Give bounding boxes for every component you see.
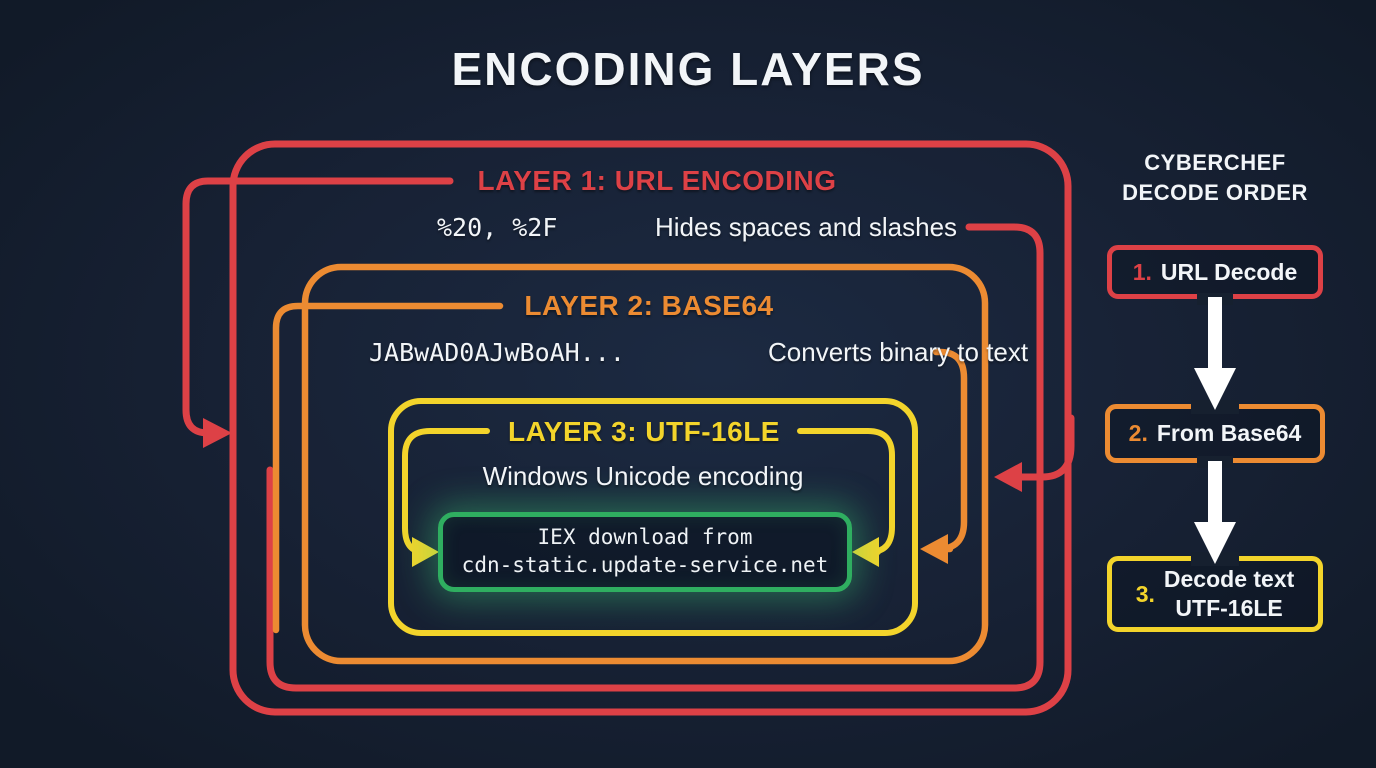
decode-step-1: 1. URL Decode	[1107, 245, 1323, 299]
layer1-left-arrow-icon	[203, 418, 232, 448]
decode-step-2-number: 2.	[1128, 420, 1148, 447]
page-title: ENCODING LAYERS	[451, 43, 925, 95]
decode-arrow-2	[1208, 461, 1222, 523]
layer2-description-connector	[932, 348, 968, 553]
decode-step-3-number: 3.	[1135, 580, 1155, 607]
layer1-description: Hides spaces and slashes	[655, 212, 958, 242]
decode-step-3-label-line2: UTF-16LE	[1175, 595, 1283, 621]
decode-step-1-number: 1.	[1132, 258, 1152, 285]
payload-line2: cdn-static.update-service.net	[461, 553, 829, 577]
payload-line1: IEX download from	[537, 525, 753, 550]
decode-step-3: 3. Decode text UTF-16LE	[1107, 556, 1323, 632]
layer2-arrow-icon	[920, 534, 948, 564]
decode-arrow-1-head-icon	[1194, 368, 1236, 410]
decode-arrow-1	[1208, 297, 1222, 369]
layer2-description: Converts binary to text	[768, 337, 1029, 367]
layer3-outer-box	[388, 398, 918, 636]
payload-box: IEX download from cdn-static.update-serv…	[438, 512, 852, 592]
layer3-left-arrow-icon	[412, 537, 439, 567]
decode-step-2-label: From Base64	[1156, 420, 1302, 447]
layer2-outer-box	[301, 263, 989, 665]
layer2-label-connector	[272, 302, 504, 634]
layer1-description-connector	[266, 223, 1044, 692]
layer1-to-layer2-connector	[1016, 414, 1075, 481]
layer2-label: LAYER 2: BASE64	[524, 290, 774, 321]
layer1-right-arrow-icon	[994, 462, 1022, 492]
layer1-example: %20, %2F	[437, 213, 558, 242]
decode-panel-title-line1: CYBERCHEF	[1144, 150, 1286, 175]
layer2-example: JABwAD0AJwBoAH...	[369, 338, 625, 367]
decode-step-3-label-line1: Decode text	[1163, 566, 1295, 593]
decode-arrow-2-head-icon	[1194, 522, 1236, 564]
layer1-label-connector	[182, 177, 454, 437]
layer3-label: LAYER 3: UTF-16LE	[508, 416, 780, 447]
decode-panel-title-line2: DECODE ORDER	[1122, 180, 1308, 205]
layer3-right-arrow-icon	[852, 537, 879, 567]
layer3-description: Windows Unicode encoding	[482, 461, 804, 491]
decode-step-3-label: Decode text UTF-16LE	[1164, 565, 1294, 623]
decode-step-1-label: URL Decode	[1160, 258, 1298, 285]
layer1-label: LAYER 1: URL ENCODING	[477, 165, 837, 196]
